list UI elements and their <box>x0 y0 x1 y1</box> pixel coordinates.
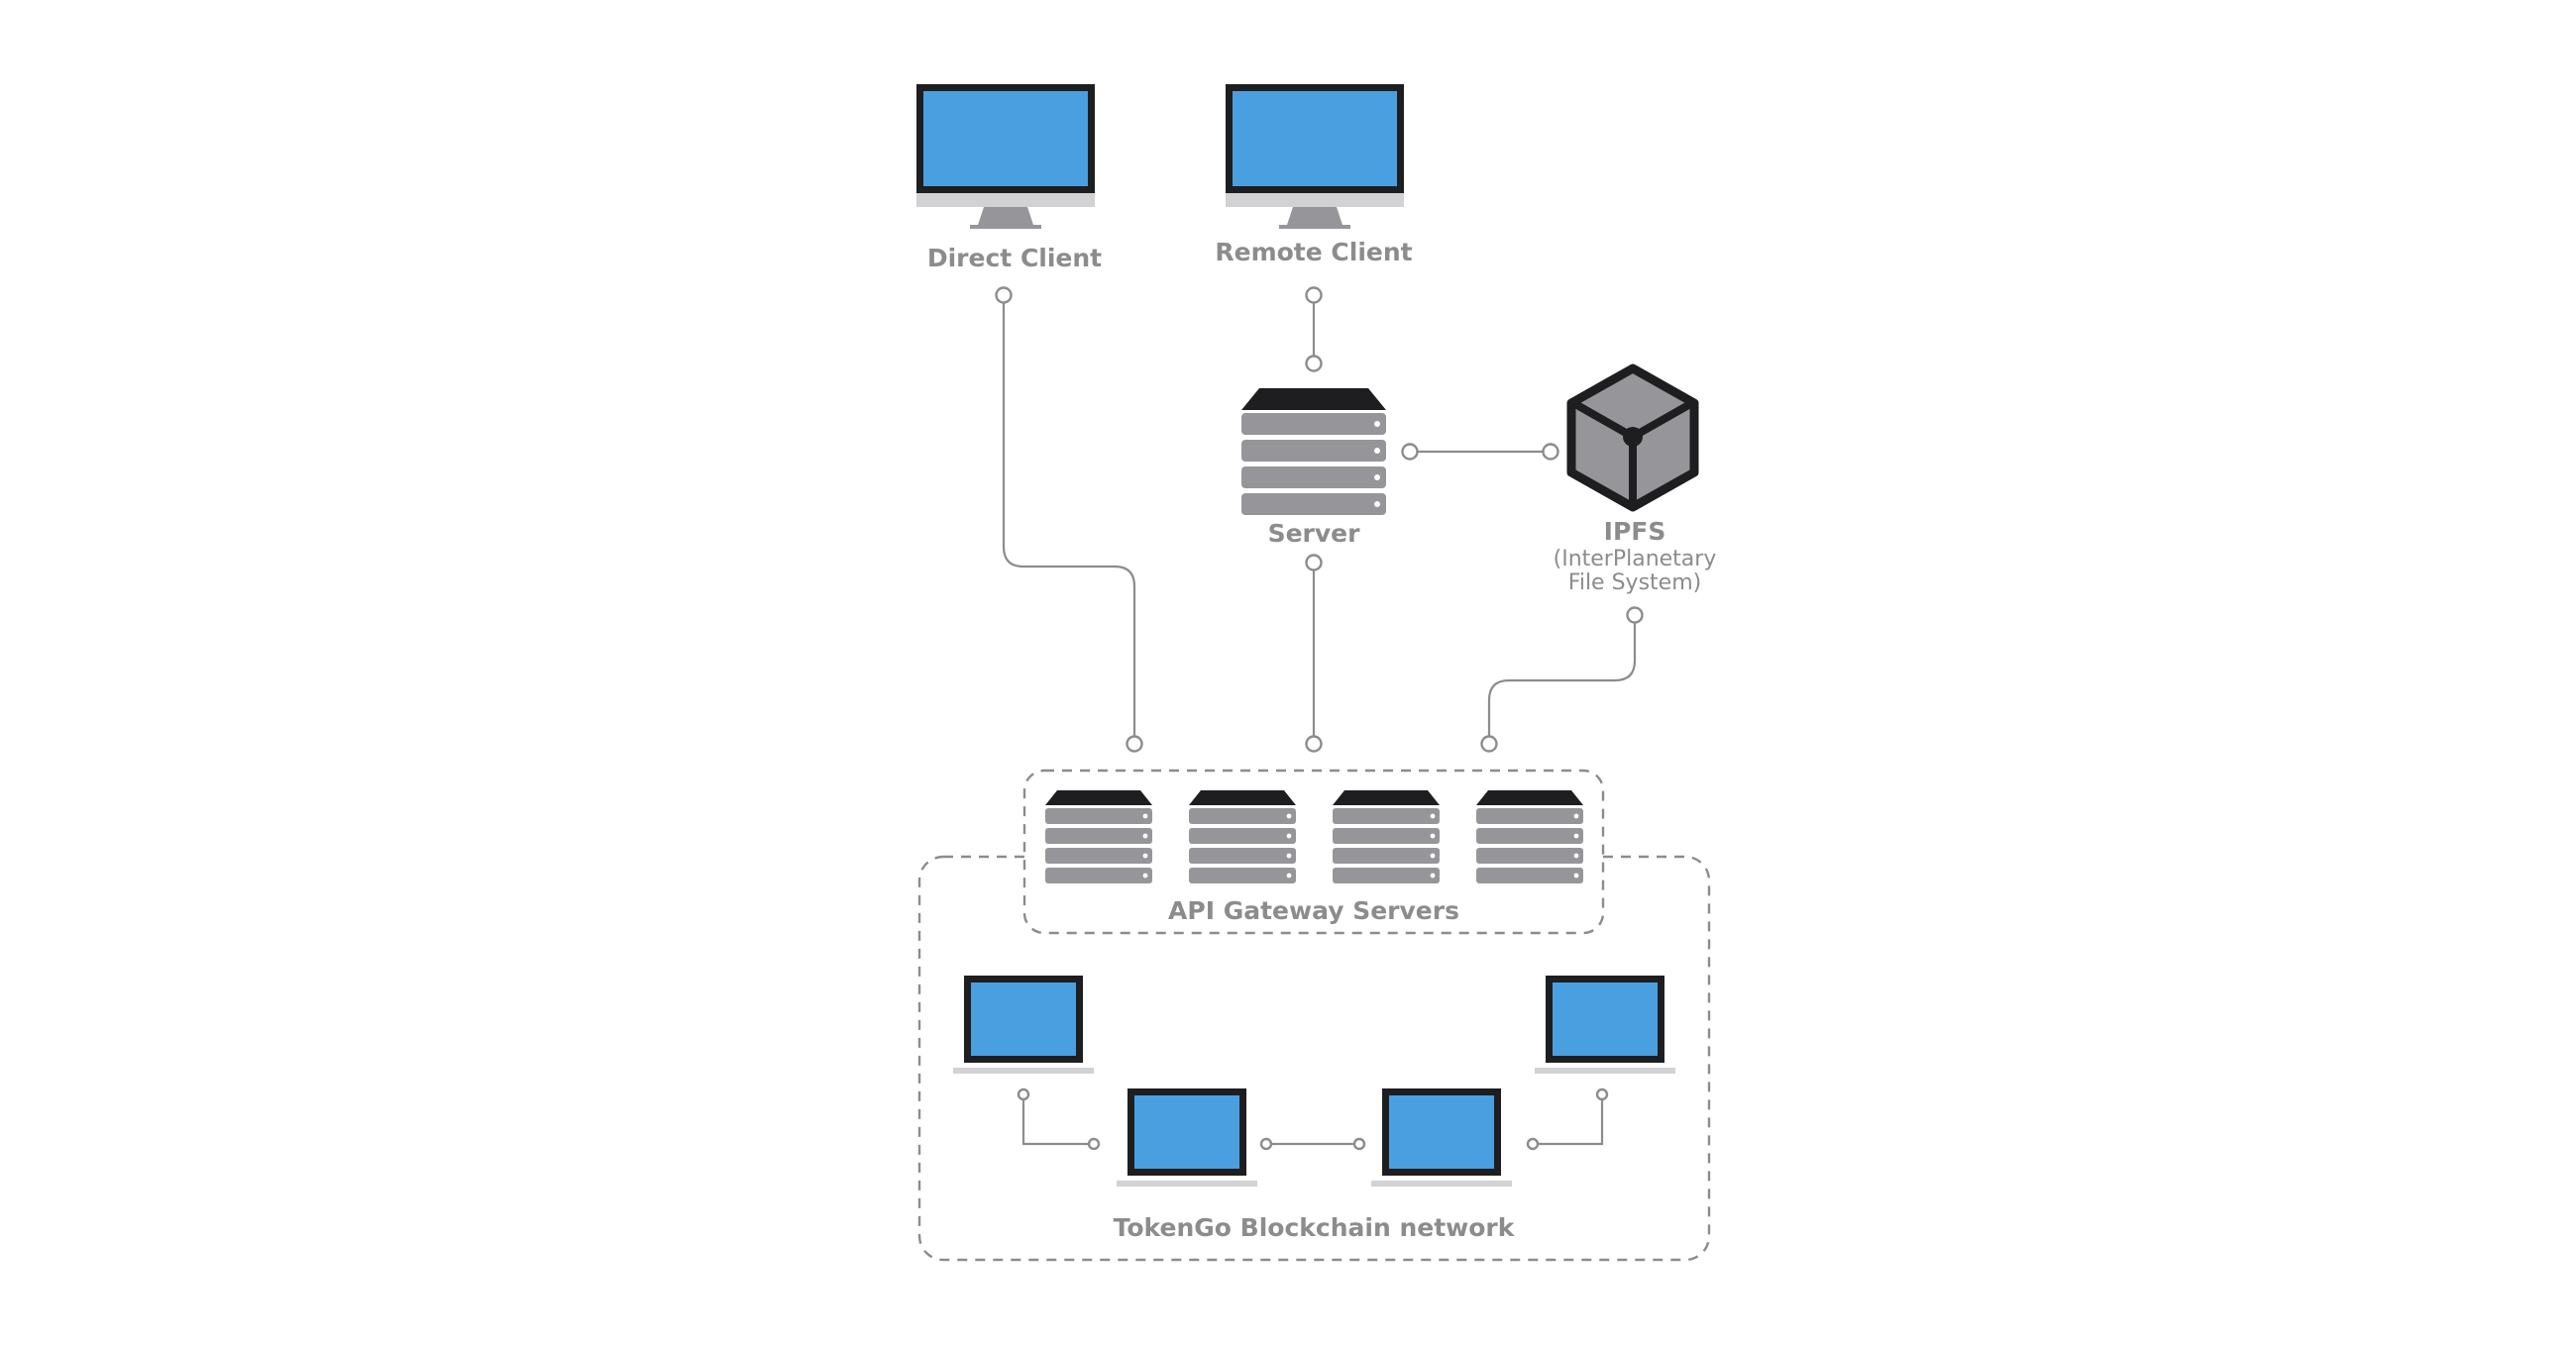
port-laptop-1b <box>1087 1137 1101 1151</box>
direct-client-monitor-icon <box>916 84 1095 229</box>
ipfs-subtitle-line1: (InterPlanetary <box>1554 547 1717 571</box>
port-remote-client <box>1305 286 1323 304</box>
port-server-right <box>1401 443 1419 461</box>
gateway-server-3-icon <box>1333 790 1440 883</box>
ipfs-cube-icon <box>1566 363 1699 512</box>
port-laptop-1a <box>1017 1087 1030 1101</box>
server-label: Server <box>1268 519 1361 548</box>
wire-laptop-left-top-to-bottom <box>1021 1094 1094 1146</box>
blockchain-node-laptop-icon <box>1535 976 1675 1074</box>
gateway-server-2-icon <box>1189 790 1296 883</box>
port-gateway-right <box>1480 735 1498 753</box>
connection-ports <box>995 286 1644 1151</box>
blockchain-network-label: TokenGo Blockchain network <box>1114 1213 1516 1242</box>
gateway-server-1-icon <box>1045 790 1152 883</box>
port-laptop-3b <box>1595 1087 1609 1101</box>
wire-laptop-right-top-to-bottom <box>1533 1094 1604 1146</box>
ipfs-label: IPFS <box>1604 517 1666 546</box>
wire-direct-client-to-gateway <box>1002 295 1136 744</box>
api-gateway-label: API Gateway Servers <box>1168 896 1459 925</box>
port-laptop-2a <box>1259 1137 1273 1151</box>
remote-client-monitor-icon <box>1226 84 1404 229</box>
gateway-server-4-icon <box>1476 790 1583 883</box>
port-direct-client <box>995 286 1013 304</box>
blockchain-node-laptop-icon <box>953 976 1094 1074</box>
ipfs-subtitle-line2: File System) <box>1568 570 1701 595</box>
blockchain-network-group <box>917 855 1711 1262</box>
blockchain-node-laptop-icon <box>1117 1088 1257 1187</box>
wire-ipfs-to-gateway <box>1487 615 1637 744</box>
blockchain-node-laptop-icon <box>1371 1088 1512 1187</box>
port-gateway-left <box>1126 735 1143 753</box>
remote-client-label: Remote Client <box>1215 238 1412 266</box>
server-stack-icon <box>1241 388 1386 515</box>
api-gateway-group <box>1022 769 1605 935</box>
port-laptop-2b <box>1352 1137 1366 1151</box>
direct-client-label: Direct Client <box>927 244 1102 272</box>
port-ipfs-left <box>1542 443 1559 461</box>
port-ipfs-bottom <box>1626 606 1644 624</box>
port-gateway-center <box>1305 735 1323 753</box>
port-laptop-3a <box>1526 1137 1540 1151</box>
connection-wires <box>1002 295 1637 1146</box>
port-server-top <box>1305 355 1323 372</box>
port-server-bottom <box>1305 554 1323 571</box>
